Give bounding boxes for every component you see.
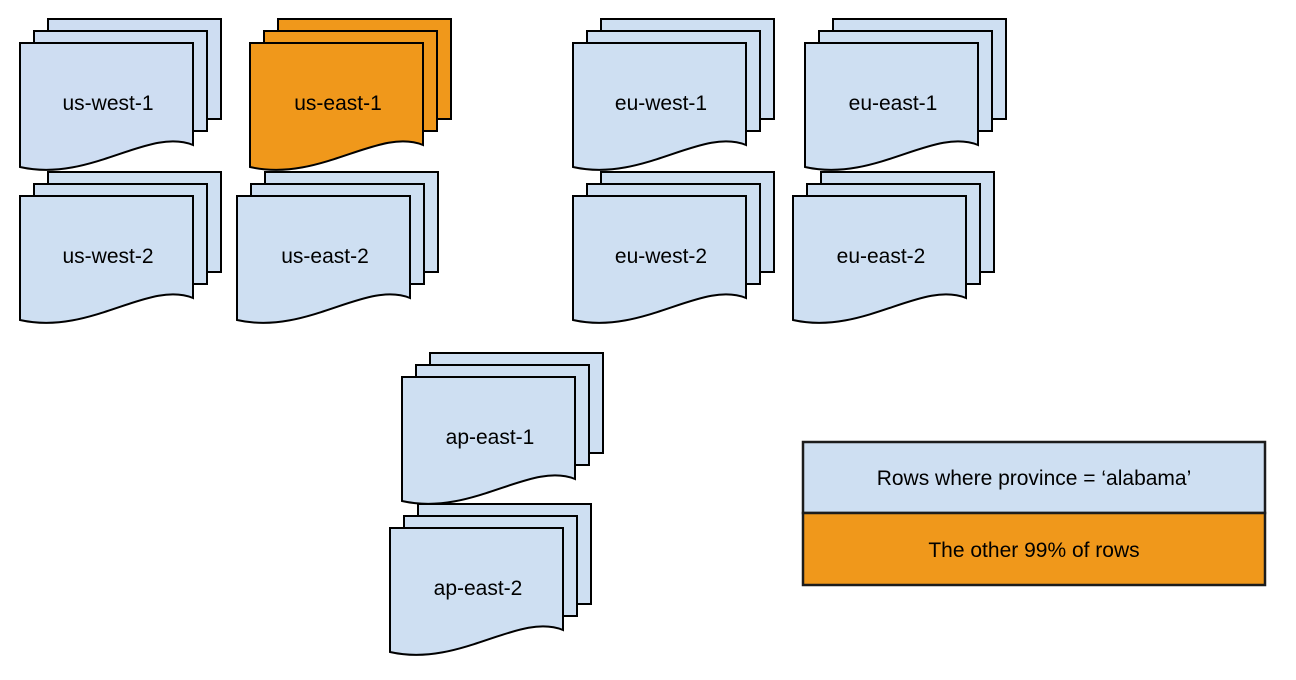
region-label: us-west-1 [62,92,153,115]
document-front-sheet [19,195,194,324]
document-front-sheet [389,527,564,656]
region-stack-eu-east-1: eu-east-1 [804,18,1007,171]
document-front-sheet [804,42,979,171]
region-label: ap-east-1 [446,426,535,449]
region-stack-ap-east-2: ap-east-2 [389,503,592,656]
region-stack-eu-east-2: eu-east-2 [792,171,995,324]
document-front-sheet [249,42,424,171]
document-front-sheet [572,42,747,171]
document-front-sheet [572,195,747,324]
document-front-sheet [236,195,411,324]
document-front-sheet [792,195,967,324]
legend-swatch-alabama-rows [801,440,1267,515]
region-stack-us-east-2: us-east-2 [236,171,439,324]
region-stack-eu-west-1: eu-west-1 [572,18,775,171]
legend-swatch-other-rows [801,511,1267,587]
region-stack-us-west-2: us-west-2 [19,171,222,324]
region-stack-ap-east-1: ap-east-1 [401,352,604,505]
legend-label-alabama-rows: Rows where province = ‘alabama’ [877,467,1192,490]
region-stack-us-east-1: us-east-1 [249,18,452,171]
region-label: us-west-2 [62,245,153,268]
region-label: eu-east-1 [849,92,938,115]
region-stack-us-west-1: us-west-1 [19,18,222,171]
region-stack-eu-west-2: eu-west-2 [572,171,775,324]
document-front-sheet [19,42,194,171]
region-label: us-east-1 [294,92,382,115]
region-label: eu-west-1 [615,92,707,115]
legend: Rows where province = ‘alabama’ The othe… [801,440,1267,587]
region-label: us-east-2 [281,245,369,268]
region-label: eu-east-2 [837,245,926,268]
region-label: eu-west-2 [615,245,707,268]
legend-label-other-rows: The other 99% of rows [928,539,1139,562]
region-label: ap-east-2 [434,577,523,600]
